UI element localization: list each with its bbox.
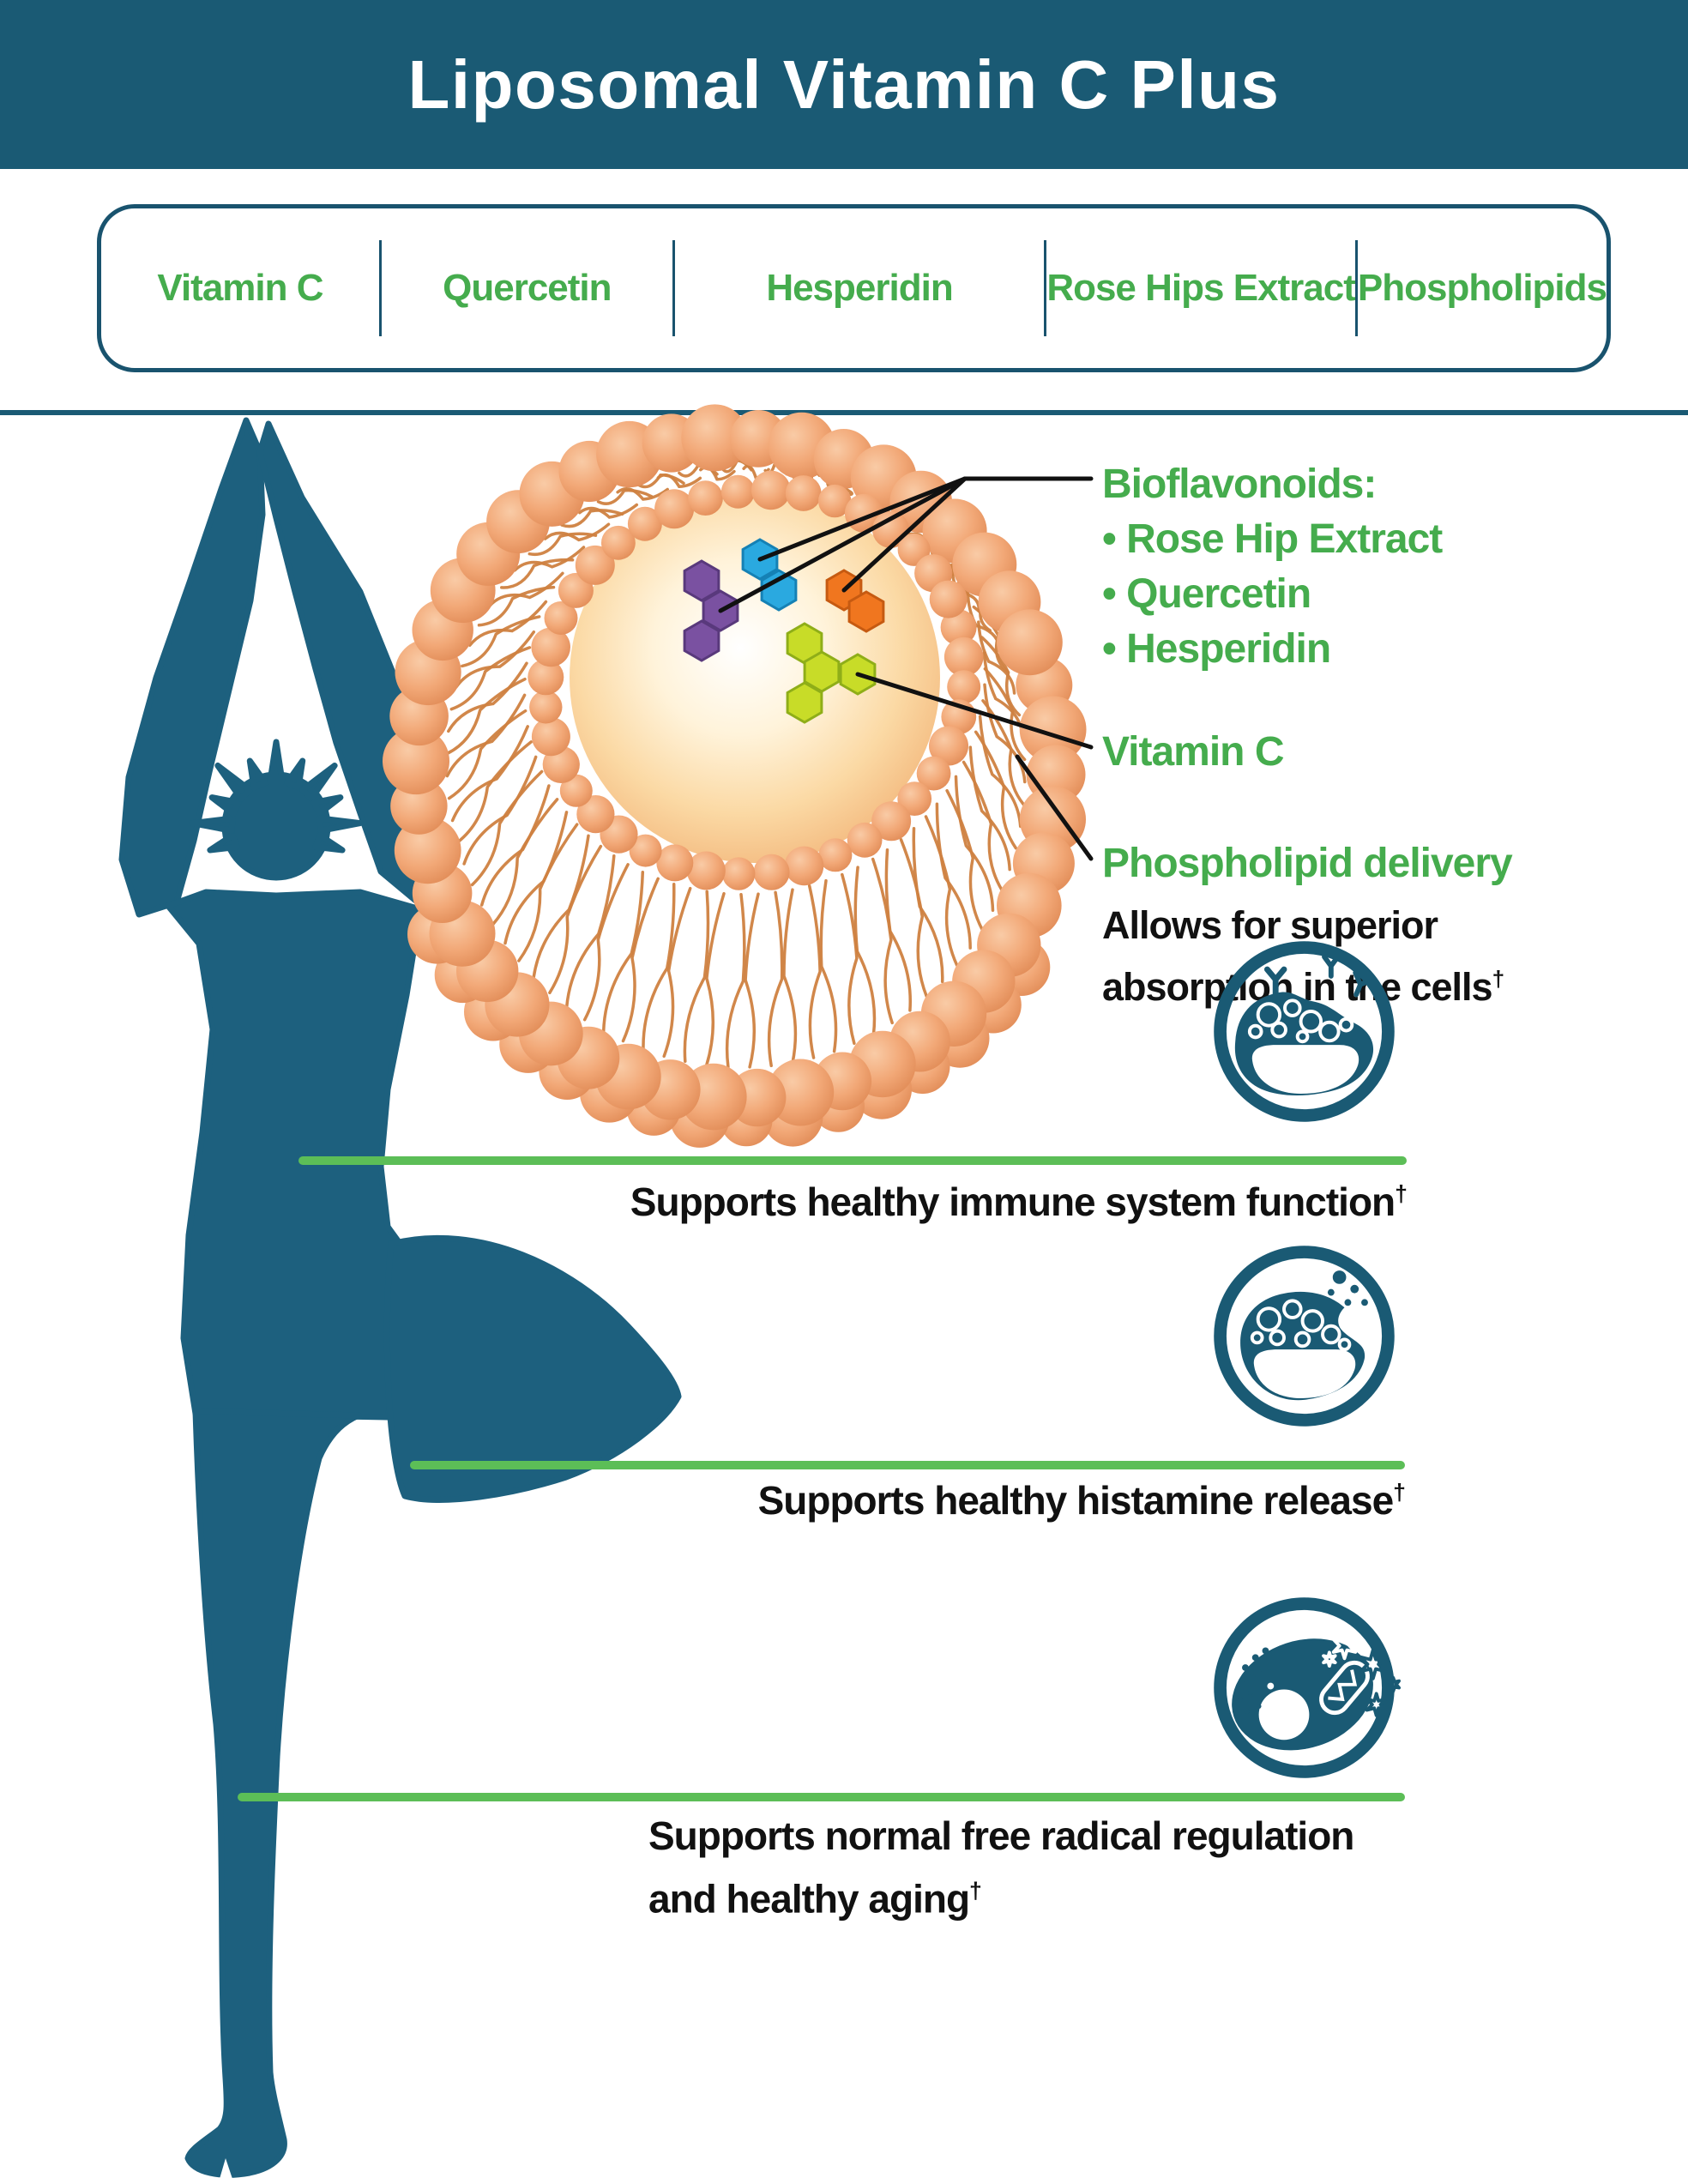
dagger-mark: † <box>1393 1479 1406 1505</box>
ingredient-vitamin-c: Vitamin C <box>101 208 379 368</box>
page-title: Liposomal Vitamin C Plus <box>407 45 1281 123</box>
phospholipid-label: Phospholipid delivery <box>1102 841 1513 886</box>
ingredient-label: Rose Hips Extract <box>1046 266 1356 309</box>
particle-dots <box>1238 1647 1269 1714</box>
callout-bioflavonoid-blue <box>757 476 968 562</box>
vitamin-c-label: Vitamin C <box>1102 729 1284 775</box>
bioflavonoid-item: • Quercetin <box>1102 571 1311 617</box>
ingredient-divider <box>1354 240 1358 336</box>
liposome-outer-ring <box>383 404 1087 1148</box>
liposome-illustration <box>383 404 1087 1148</box>
section-divider <box>0 410 1688 415</box>
dagger-mark: † <box>969 1878 982 1903</box>
benefit-text-line1: Supports normal free radical regulation <box>648 1813 1354 1858</box>
dagger-mark: † <box>1492 966 1504 992</box>
benefit-underline-free-radical <box>238 1793 1405 1801</box>
bioflavonoids-title: Bioflavonoids: <box>1102 462 1377 507</box>
ingredient-quercetin: Quercetin <box>382 208 672 368</box>
membrane-dots <box>1267 1682 1281 1707</box>
ingredient-divider <box>1044 240 1047 336</box>
bioflavonoid-item: • Hesperidin <box>1102 626 1331 672</box>
dagger-mark: † <box>1395 1180 1408 1207</box>
free-radical-cell-icon <box>1214 1597 1402 1778</box>
figure-right-arm <box>256 420 434 909</box>
callout-bioflavonoid-purple <box>718 476 968 613</box>
benefit-text-free-radical: Supports normal free radical regulation … <box>648 1808 1354 1926</box>
ingredient-label: Vitamin C <box>157 266 323 309</box>
ingredient-label: Phospholipids <box>1357 266 1607 309</box>
ingredient-hesperidin: Hesperidin <box>675 208 1045 368</box>
benefit-underline-immune <box>298 1156 1407 1165</box>
bioflavonoid-item: • Rose Hip Extract <box>1102 516 1443 562</box>
ingredient-box: Vitamin C Quercetin Hesperidin Rose Hips… <box>97 204 1611 372</box>
benefit-text-immune: Supports healthy immune system function† <box>630 1179 1408 1224</box>
benefit-text-line2: and healthy aging <box>648 1876 970 1922</box>
callout-vitamin-c <box>855 672 1094 750</box>
callout-phospholipid <box>1015 754 1094 861</box>
ingredient-rose-hips: Rose Hips Extract <box>1046 208 1356 368</box>
callout-lines <box>718 476 1094 861</box>
dna-capsule-glyph <box>1319 1660 1370 1716</box>
ingredient-phospholipids: Phospholipids <box>1358 208 1607 368</box>
ingredient-label: Hesperidin <box>766 266 953 309</box>
header-banner: Liposomal Vitamin C Plus <box>0 0 1688 169</box>
benefit-underline-histamine <box>410 1461 1405 1469</box>
receptor-antibody-glyphs <box>1263 954 1373 998</box>
histamine-release-dots <box>1327 1270 1372 1306</box>
figure-bent-leg <box>383 1234 682 1503</box>
figure-hair-spikes <box>189 739 364 854</box>
ingredient-divider <box>378 240 382 336</box>
ingredient-label: Quercetin <box>443 266 612 309</box>
phospholipid-desc-line1: Allows for superior <box>1102 903 1438 947</box>
ingredient-divider <box>672 240 675 336</box>
immune-cell-icon <box>1214 941 1395 1122</box>
benefit-text-histamine: Supports healthy histamine release† <box>757 1478 1406 1523</box>
figure-toe-notch <box>220 2158 232 2179</box>
callout-bioflavonoid-orange <box>841 476 968 593</box>
liposome-inner-ring <box>528 470 984 890</box>
free-radical-stars <box>1322 1631 1402 1717</box>
figure-torso <box>165 889 424 1421</box>
histamine-cell-icon <box>1214 1246 1395 1427</box>
bioflavonoids-label-block: Bioflavonoids: • Rose Hip Extract • Quer… <box>1102 457 1443 677</box>
